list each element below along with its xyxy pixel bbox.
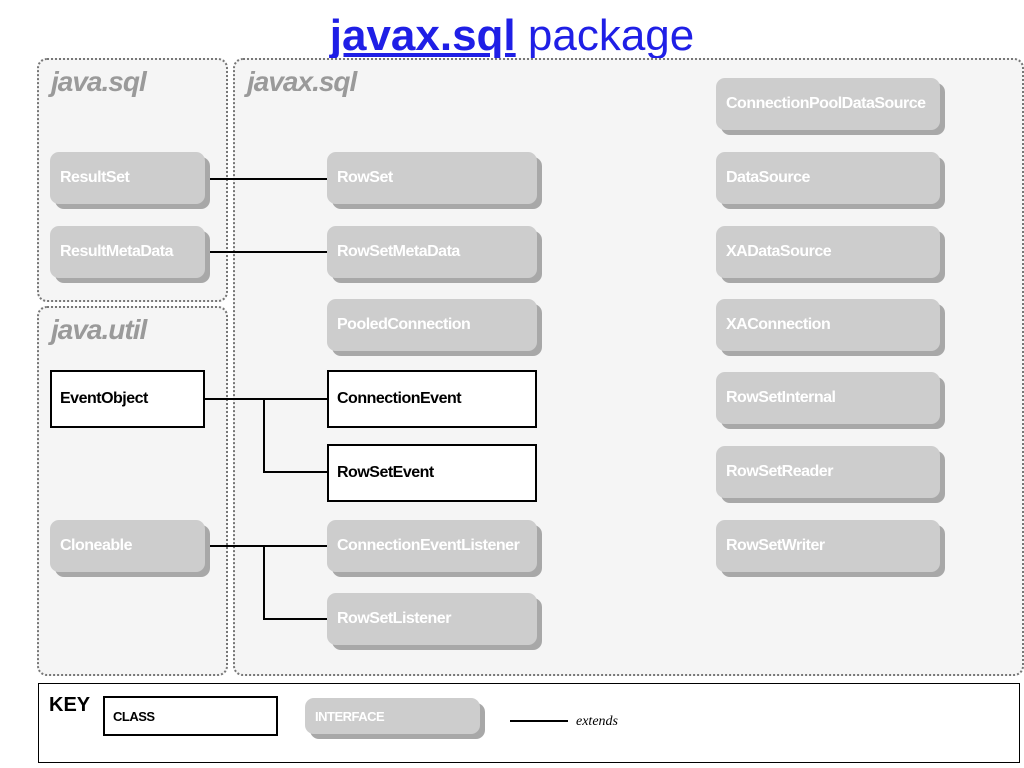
legend-key-label: KEY (49, 694, 91, 716)
legend-class-sample: CLASS (103, 696, 278, 736)
legend-interface-sample: INTERFACE (305, 698, 480, 734)
legend-extends-label: extends (576, 714, 618, 729)
extends-line-resultmetadata-rowsetmetadata (205, 251, 327, 253)
interface-rowsetmetadata[interactable]: RowSetMetaData (327, 226, 537, 278)
package-label-java-util: java.util (51, 314, 147, 345)
interface-resultmetadata[interactable]: ResultMetaData (50, 226, 205, 278)
interface-connectioneventlistener[interactable]: ConnectionEventListener (327, 520, 537, 572)
interface-connectionpooldatasource[interactable]: ConnectionPoolDataSource (716, 78, 940, 130)
package-javax-sql: javax.sql (233, 58, 1024, 676)
package-label-java-sql: java.sql (51, 66, 147, 97)
title-suffix: package (527, 11, 695, 60)
extends-line-cloneable-connectioneventlistener (205, 545, 327, 547)
interface-rowsetlistener[interactable]: RowSetListener (327, 593, 537, 645)
interface-rowsetwriter[interactable]: RowSetWriter (716, 520, 940, 572)
legend-extends-line (510, 720, 568, 722)
extends-branch-eventobject (263, 398, 265, 472)
package-label-javax-sql: javax.sql (247, 66, 357, 97)
interface-cloneable[interactable]: Cloneable (50, 520, 205, 572)
interface-xadatasource[interactable]: XADataSource (716, 226, 940, 278)
interface-rowset[interactable]: RowSet (327, 152, 537, 204)
interface-resultset[interactable]: ResultSet (50, 152, 205, 204)
extends-branch-cloneable (263, 545, 265, 619)
extends-line-cloneable-rowsetlistener (263, 618, 327, 620)
title-package-name: javax.sql (329, 11, 516, 60)
interface-datasource[interactable]: DataSource (716, 152, 940, 204)
class-eventobject[interactable]: EventObject (50, 370, 205, 428)
interface-xaconnection[interactable]: XAConnection (716, 299, 940, 351)
package-java-util: java.util (37, 306, 228, 676)
class-connectionevent[interactable]: ConnectionEvent (327, 370, 537, 428)
interface-pooledconnection[interactable]: PooledConnection (327, 299, 537, 351)
extends-line-eventobject-connectionevent (205, 398, 327, 400)
extends-line-eventobject-rowsetevent (263, 471, 327, 473)
interface-rowsetinternal[interactable]: RowSetInternal (716, 372, 940, 424)
interface-rowsetreader[interactable]: RowSetReader (716, 446, 940, 498)
diagram-title: javax.sql package (0, 8, 1024, 64)
class-rowsetevent[interactable]: RowSetEvent (327, 444, 537, 502)
extends-line-resultset-rowset (205, 178, 327, 180)
